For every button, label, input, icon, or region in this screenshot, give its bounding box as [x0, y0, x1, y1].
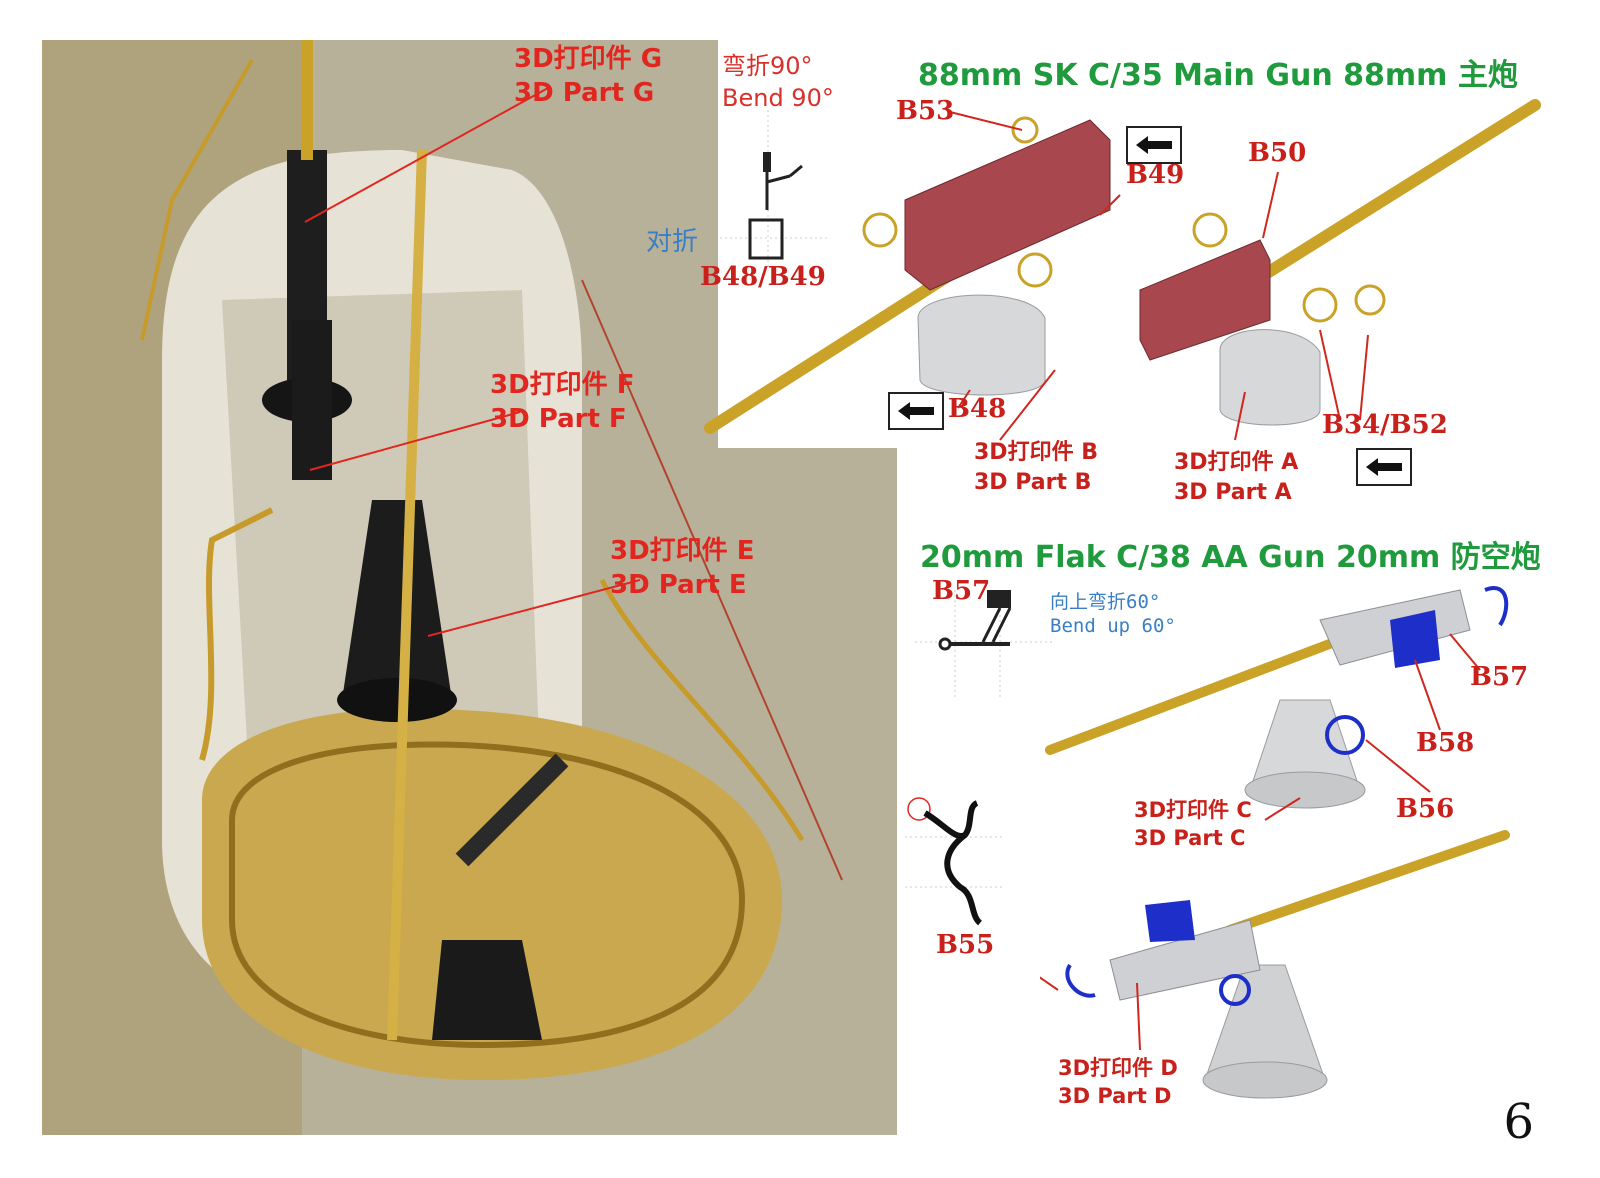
label-cn: 3D打印件 F: [490, 370, 635, 400]
b55-shape-diagram: [905, 797, 1005, 926]
label-cn: 3D打印件 C: [1134, 798, 1252, 822]
label-en: 3D Part E: [610, 570, 747, 600]
label-en: 3D Part C: [1134, 826, 1246, 850]
part-code-b50: B50: [1248, 138, 1307, 168]
fold-note: 对折: [646, 227, 699, 257]
photo-label-e: 3D打印件 E 3D Part E: [610, 534, 755, 602]
double-arrow-icon: [1366, 458, 1402, 476]
aa-gun-illustration: [1040, 586, 1510, 1099]
label-cn: 3D打印件 G: [514, 44, 663, 74]
part-code-b56: B56: [1396, 794, 1455, 824]
fold-diagram: [720, 110, 830, 270]
page-number: 6: [1503, 1094, 1534, 1150]
part-code-b34-b52: B34/B52: [1322, 410, 1448, 440]
part-code-b57-diagram: B57: [932, 576, 991, 606]
aa-gun-title: 20mm Flak C/38 AA Gun 20mm 防空炮: [920, 540, 1541, 575]
part-code-b58: B58: [1416, 728, 1475, 758]
main-gun-illustration: [704, 99, 1541, 441]
part-code-b48-b49: B48/B49: [700, 262, 826, 292]
main-gun-label-b: 3D打印件 B 3D Part B: [974, 438, 1098, 498]
bend-90-note: 弯折90° Bend 90°: [722, 50, 834, 114]
direction-arrow-box: [888, 392, 944, 430]
label-en: 3D Part A: [1174, 480, 1292, 505]
label-en: 3D Part B: [974, 470, 1092, 495]
double-arrow-icon: [898, 402, 934, 420]
bend-60-note: 向上弯折60° Bend up 60°: [1050, 590, 1176, 638]
note-cn: 向上弯折60°: [1050, 591, 1161, 613]
label-cn: 3D打印件 A: [1174, 450, 1299, 475]
label-cn: 3D打印件 D: [1058, 1056, 1178, 1080]
double-arrow-icon: [1136, 136, 1172, 154]
note-en: Bend up 60°: [1050, 615, 1176, 637]
label-en: 3D Part F: [490, 404, 627, 434]
part-code-b53: B53: [896, 96, 955, 126]
bend-60-diagram: [915, 590, 1055, 700]
part-code-b48: B48: [948, 394, 1007, 424]
direction-arrow-box: [1126, 126, 1182, 164]
main-gun-title: 88mm SK C/35 Main Gun 88mm 主炮: [918, 58, 1518, 93]
label-en: 3D Part D: [1058, 1084, 1172, 1108]
label-cn: 3D打印件 E: [610, 536, 755, 566]
part-code-b57: B57: [1470, 662, 1529, 692]
photo-label-f: 3D打印件 F 3D Part F: [490, 368, 635, 436]
note-cn: 弯折90°: [722, 52, 813, 80]
label-cn: 3D打印件 B: [974, 440, 1098, 465]
part-code-b55: B55: [936, 930, 995, 960]
note-en: Bend 90°: [722, 84, 834, 112]
direction-arrow-box: [1356, 448, 1412, 486]
main-gun-label-a: 3D打印件 A 3D Part A: [1174, 448, 1298, 508]
part-code-b49: B49: [1126, 160, 1185, 190]
aa-gun-label-c: 3D打印件 C 3D Part C: [1134, 796, 1252, 852]
inset-whitespace: [718, 0, 900, 448]
aa-gun-label-d: 3D打印件 D 3D Part D: [1058, 1054, 1178, 1110]
